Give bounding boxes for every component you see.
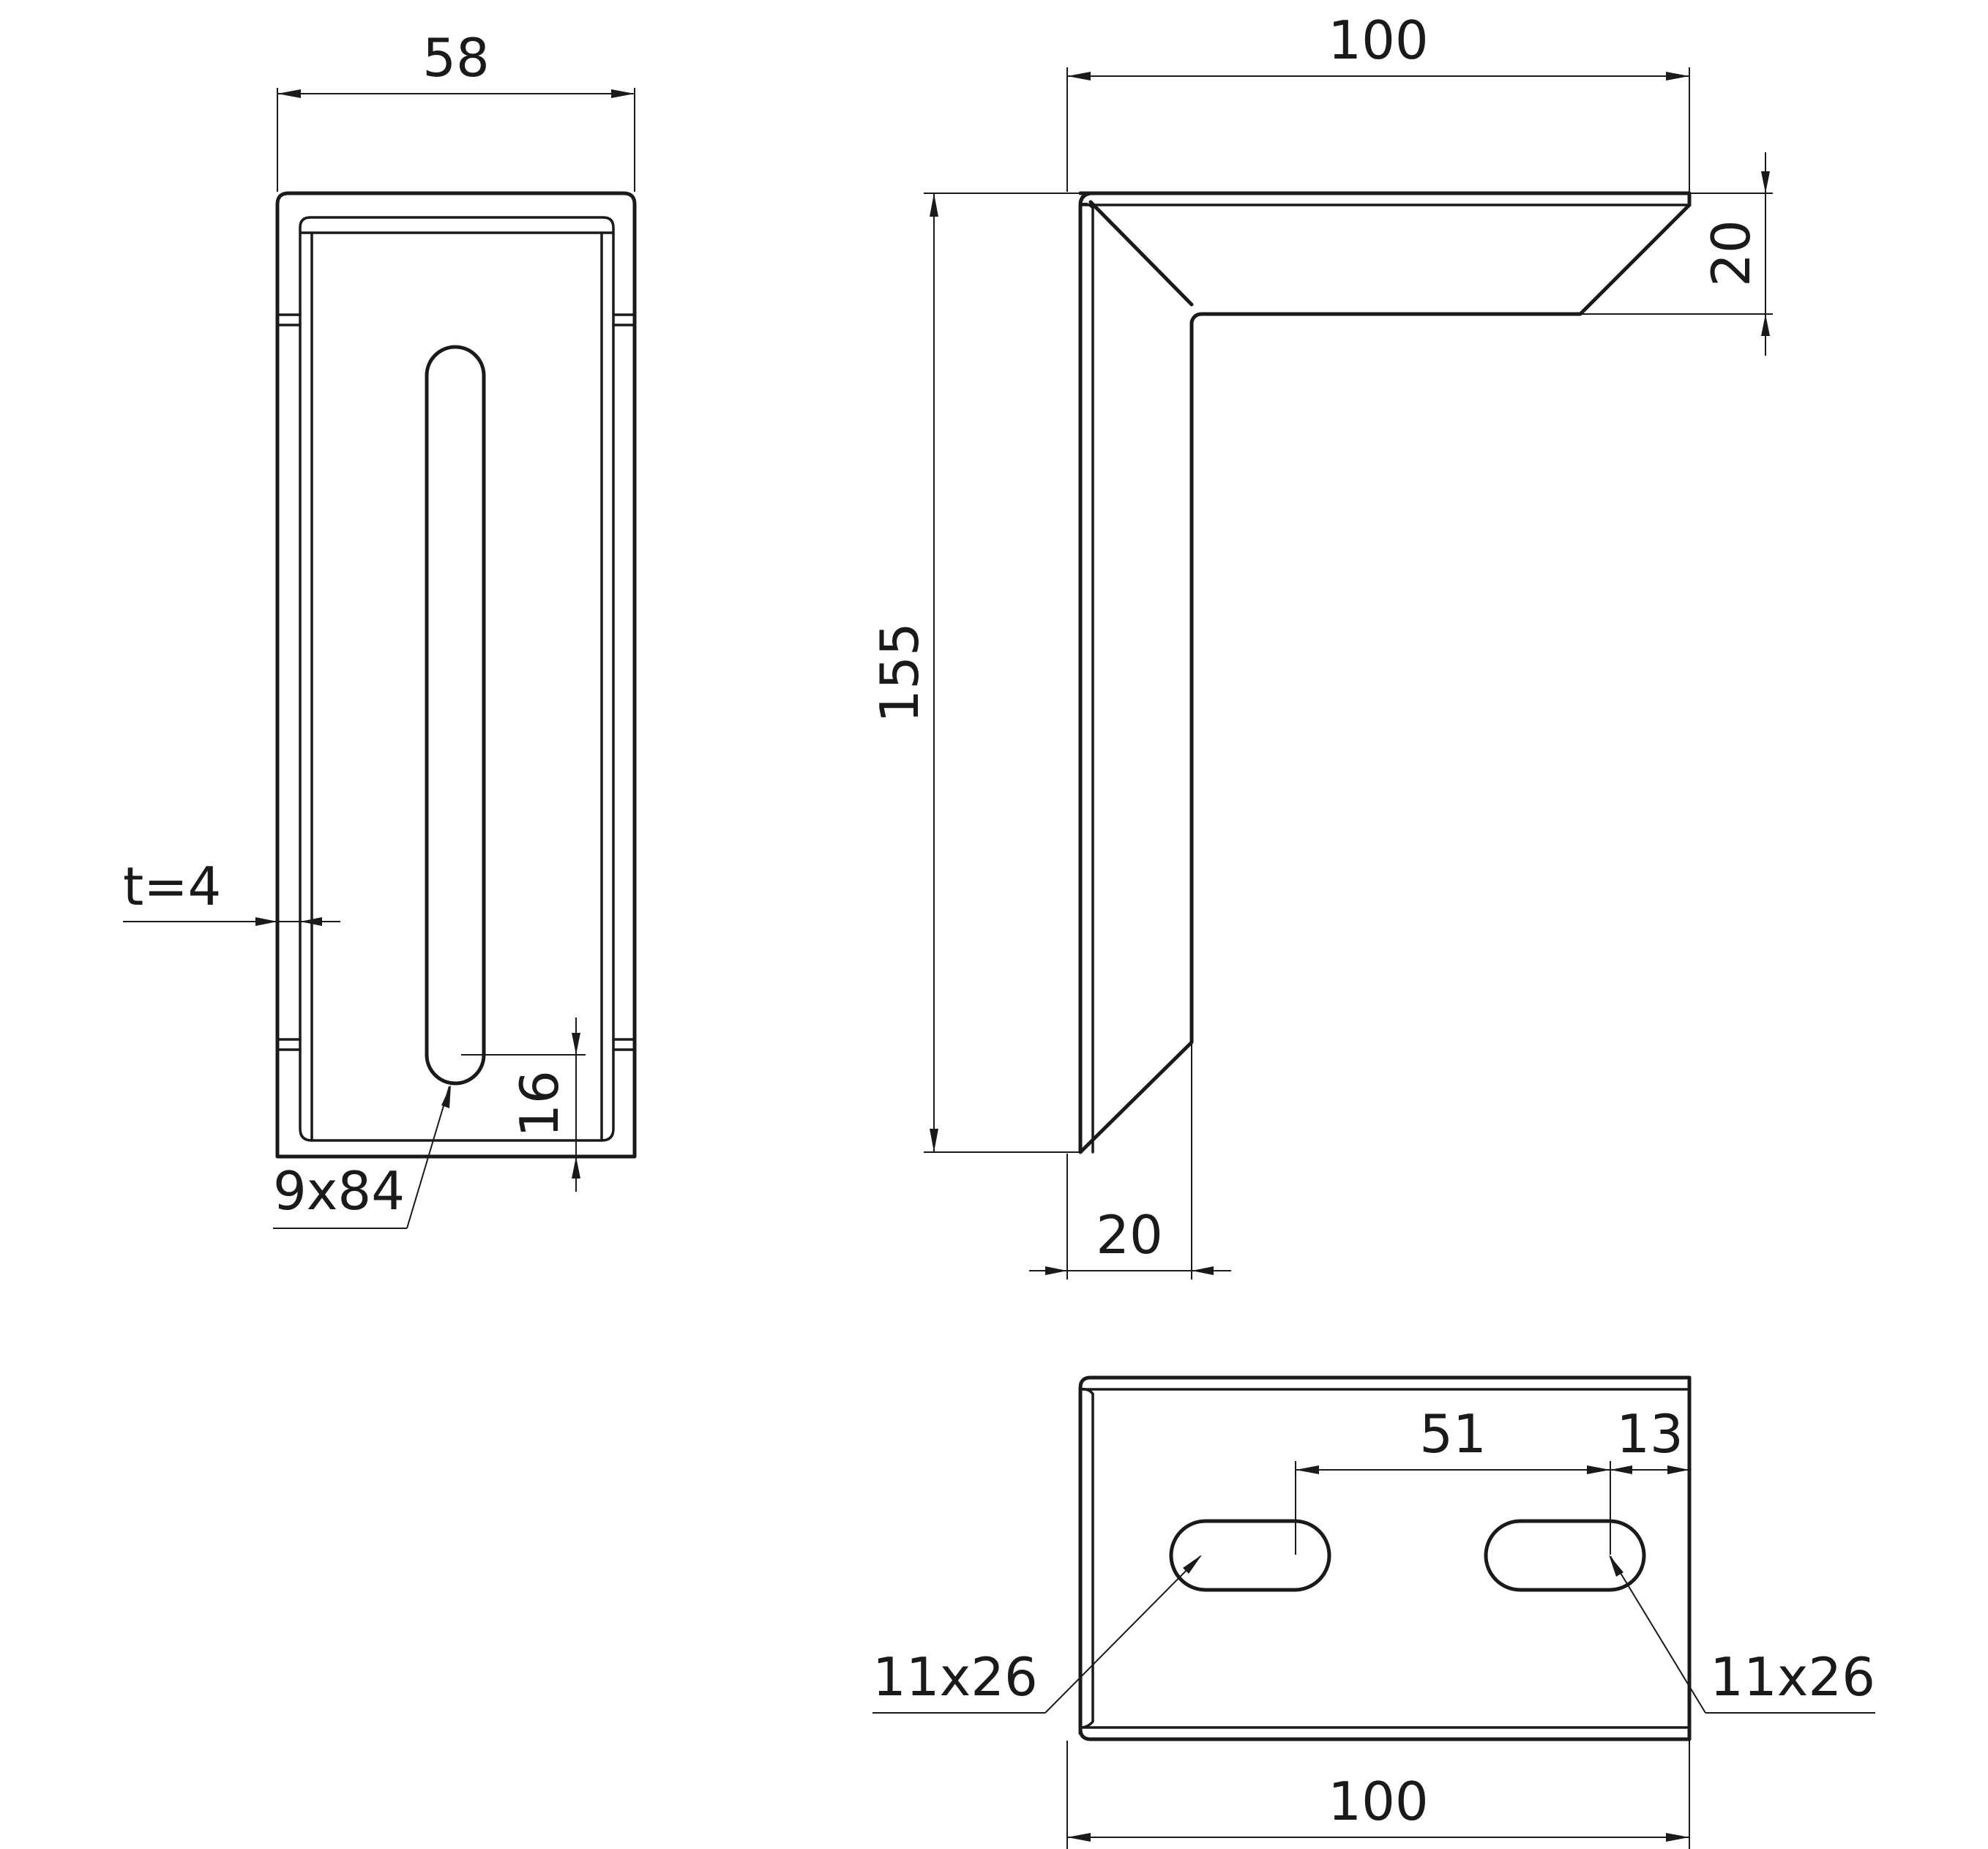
arrowhead [572, 1157, 580, 1178]
top-slot-left [1169, 1519, 1331, 1592]
front-view: 58 t=4 9x84 16 [123, 27, 637, 1229]
left-slot-dim-label: 11x26 [872, 1646, 1038, 1708]
arrowhead [1587, 1465, 1610, 1474]
leader-line [1045, 1555, 1201, 1714]
arrowhead [611, 89, 635, 98]
side-height-dim-label: 155 [869, 622, 930, 722]
slot-spacing-dim-label: 51 [1419, 1403, 1487, 1465]
arrowhead [1183, 1555, 1202, 1574]
top-view: 51 13 11x26 11x26 100 [872, 1375, 1875, 1849]
leader-line [1610, 1555, 1706, 1714]
leader-line [406, 1086, 450, 1229]
arrowhead [930, 1129, 938, 1152]
front-slot [425, 345, 486, 1086]
arrowhead [1667, 1465, 1689, 1474]
arrowhead [1761, 314, 1770, 336]
side-width-dim-label: 100 [1328, 10, 1428, 71]
arrowhead [300, 917, 322, 926]
front-width-dim-label: 58 [422, 27, 490, 89]
front-outer-outline [275, 191, 637, 1159]
front-inner-frame [299, 216, 615, 1142]
arrowhead [1609, 1555, 1623, 1577]
arrowhead [1067, 72, 1091, 81]
arrowhead [1192, 1266, 1214, 1275]
side-profile-outline [1078, 191, 1692, 1154]
top-inner-edge [1079, 1387, 1094, 1729]
edge-offset-dim-label: 13 [1616, 1403, 1684, 1465]
top-outer-outline [1078, 1375, 1692, 1741]
top-width-dim-label: 100 [1328, 1771, 1428, 1832]
arrowhead [1666, 1833, 1689, 1842]
arrowhead [1610, 1465, 1632, 1474]
arrowhead [255, 917, 277, 926]
arrowhead [1067, 1833, 1091, 1842]
top-slot-right [1484, 1519, 1646, 1592]
arrowhead [1761, 171, 1770, 193]
arrowhead [572, 1033, 580, 1055]
arrowhead [930, 193, 938, 217]
side-inner-edge [1079, 202, 1094, 1154]
arrowhead [277, 89, 301, 98]
arrowhead [1045, 1266, 1067, 1275]
slot-offset-dim-label: 16 [509, 1070, 570, 1138]
arrowhead [441, 1085, 451, 1108]
slot-dim-label: 9x84 [273, 1160, 405, 1222]
side-top-flange-dim-label: 20 [1700, 220, 1762, 287]
side-bottom-flange-dim-label: 20 [1096, 1204, 1163, 1266]
side-view: 100 155 20 20 [869, 10, 1773, 1280]
arrowhead [1296, 1465, 1319, 1474]
arrowhead [1666, 72, 1689, 81]
right-slot-dim-label: 11x26 [1710, 1646, 1875, 1708]
side-bend-line [1088, 200, 1194, 307]
thickness-dim-label: t=4 [123, 856, 221, 917]
